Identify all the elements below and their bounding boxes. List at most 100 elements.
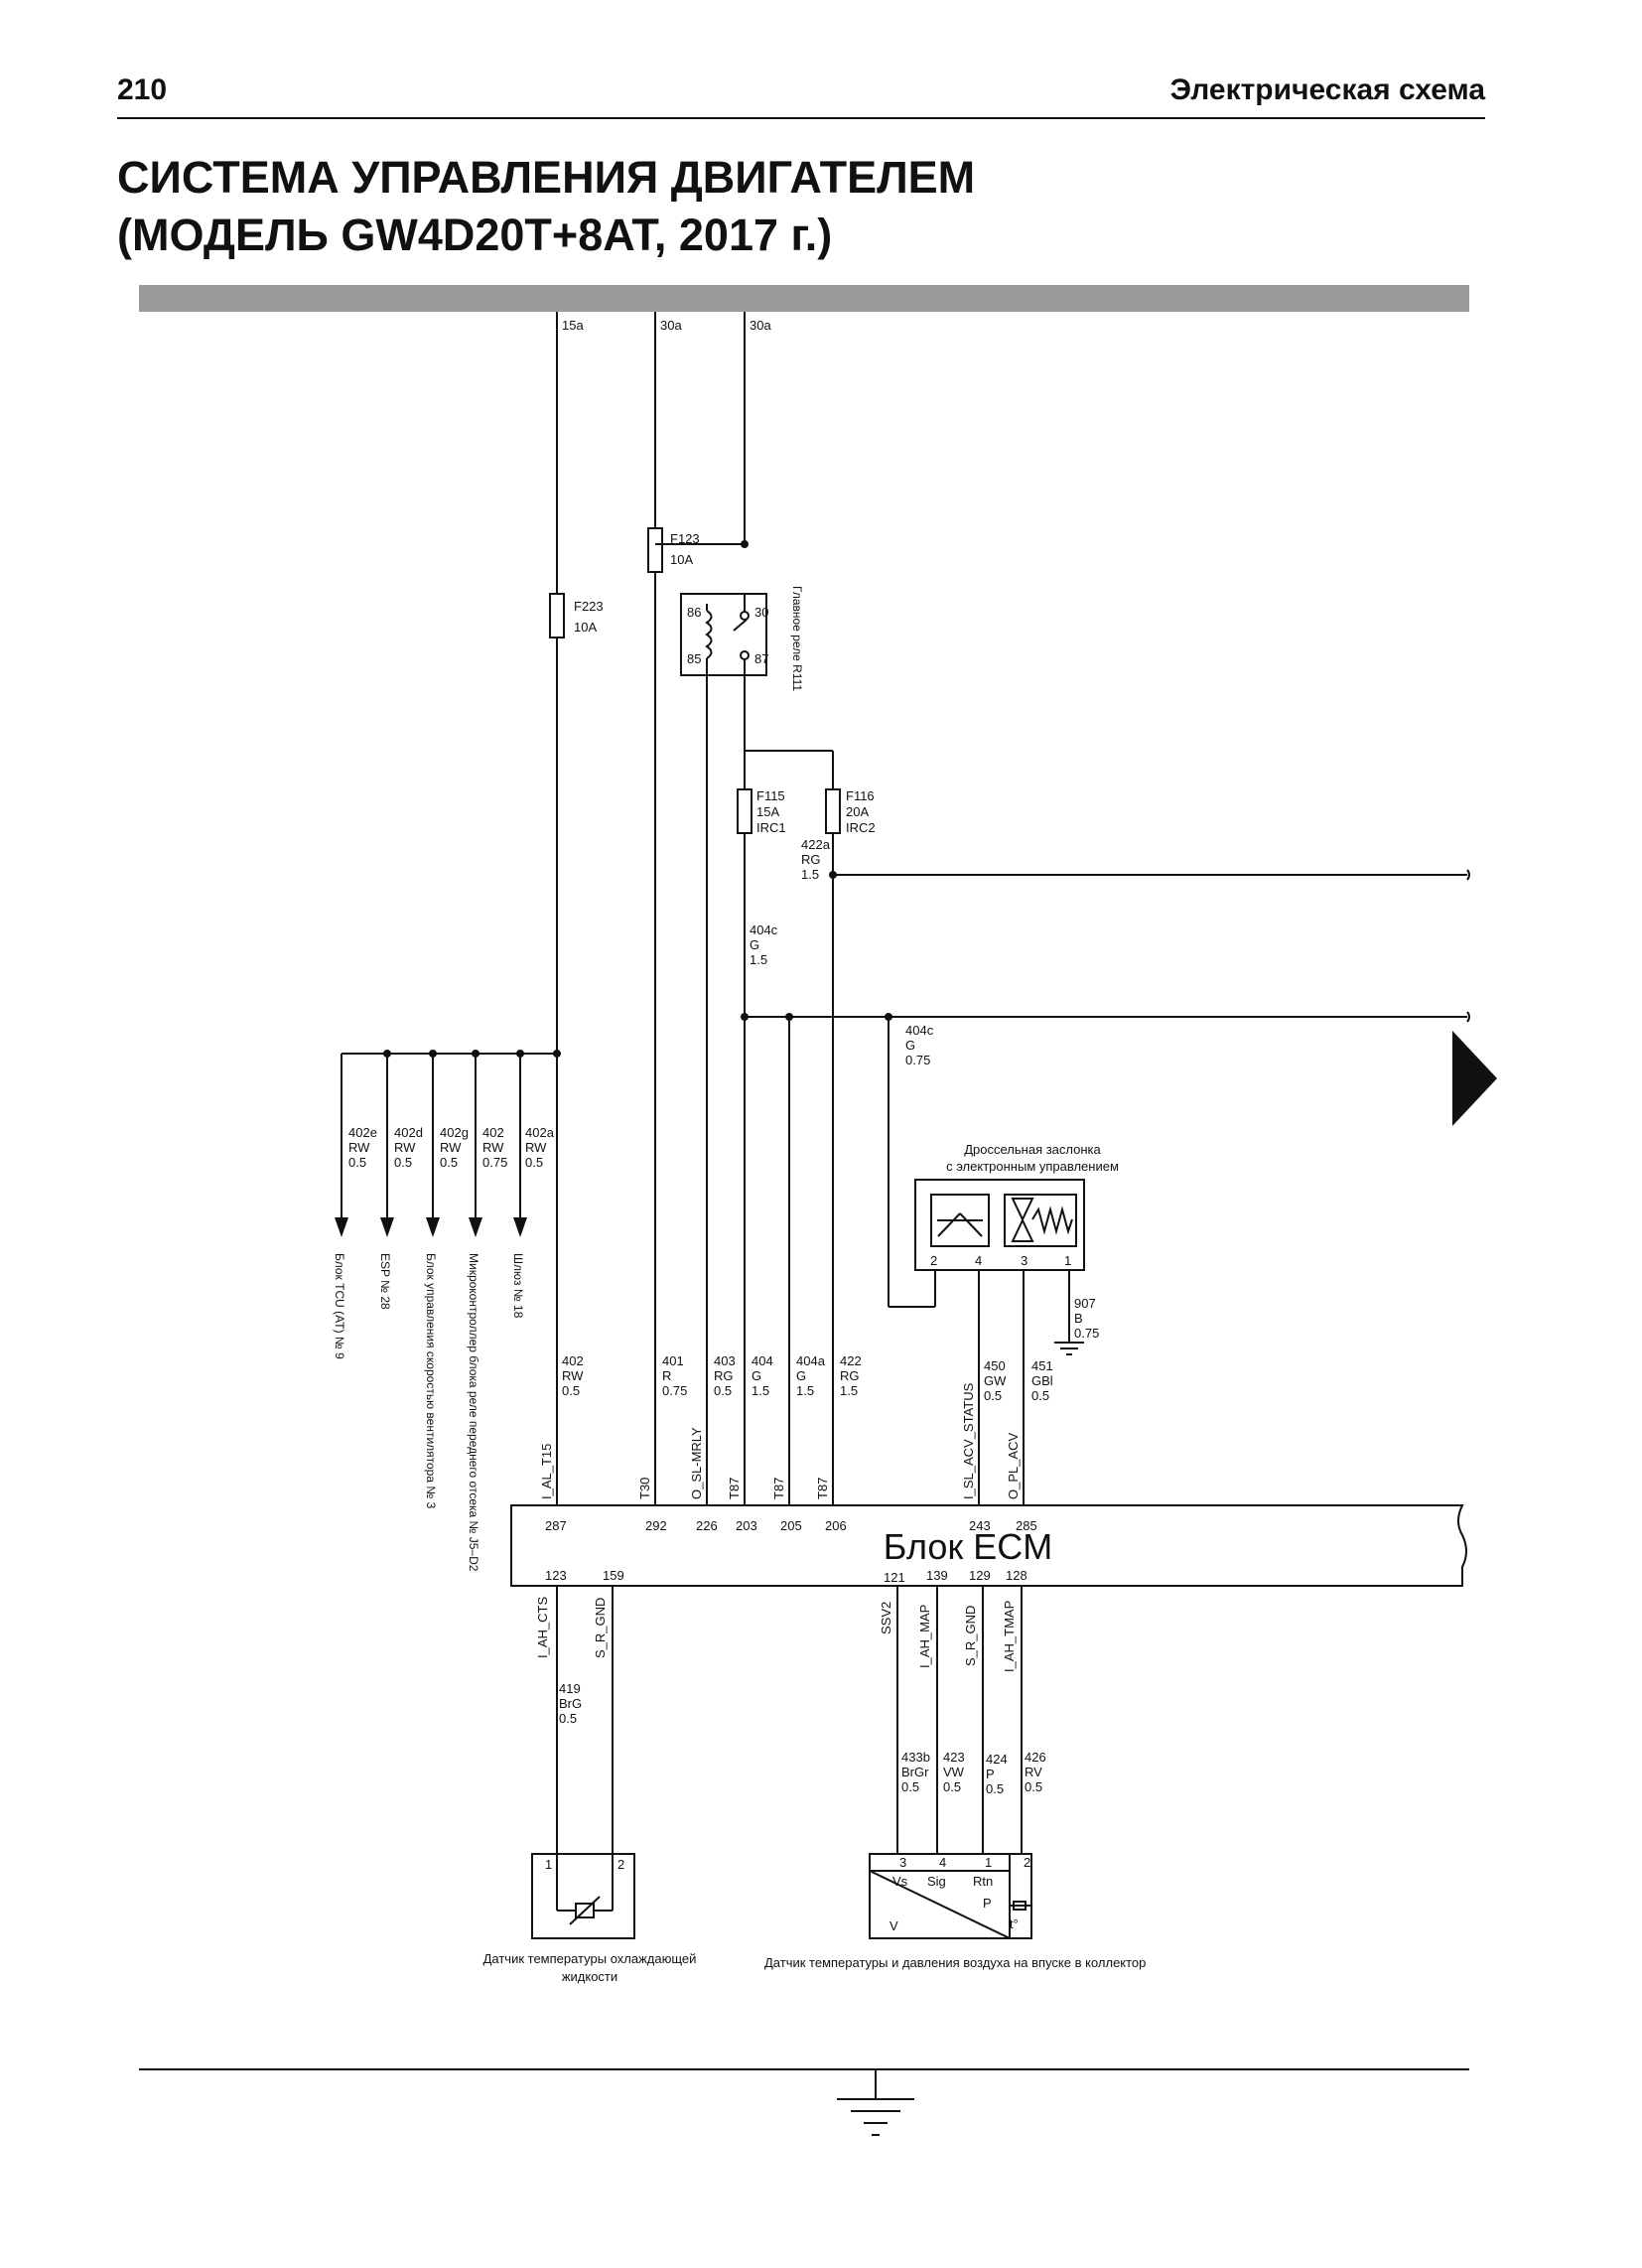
fuse-f123-rating: 10A: [670, 552, 693, 567]
ecm-bot-5-id: 424: [986, 1752, 1008, 1767]
relay-wiring: [654, 540, 749, 1505]
header-rule: [117, 117, 1485, 119]
map-terminal-rtn: Rtn: [973, 1874, 993, 1889]
wire-422a-id: 422a: [801, 837, 831, 852]
ecm-top-4-size: 1.5: [752, 1383, 769, 1398]
ecm-bot-4-id: 423: [943, 1750, 965, 1765]
ecm-label: Блок ECM: [884, 1526, 1052, 1567]
throttle-pin-4: 4: [975, 1253, 982, 1268]
fuse-f223-name: F223: [574, 599, 604, 614]
left-out-5-size: 0.5: [525, 1155, 543, 1170]
cts-pin-2: 2: [617, 1857, 624, 1872]
ecm-top-5-id: 404a: [796, 1353, 826, 1368]
ecm-bot-4-signal: I_AH_MAP: [917, 1605, 932, 1668]
ecm-top-6-size: 1.5: [840, 1383, 858, 1398]
ecm-bot-6-color: RV: [1025, 1765, 1042, 1779]
ecm-top-5-color: G: [796, 1368, 806, 1383]
ecm-top-7-signal: I_SL_ACV_STATUS: [961, 1382, 976, 1499]
supply-label-15a: 15a: [562, 318, 584, 333]
left-out-2-id: 402d: [394, 1125, 423, 1140]
ecm-top-5-signal: T87: [771, 1478, 786, 1499]
left-out-1-size: 0.5: [348, 1155, 366, 1170]
throttle-pin-3: 3: [1021, 1253, 1027, 1268]
ecm-top-7-color: GW: [984, 1373, 1007, 1388]
ecm-bot-1-signal: I_AH_CTS: [535, 1597, 550, 1658]
cts-label-1: Датчик температуры охлаждающей: [483, 1951, 697, 1966]
map-pin-4: 4: [939, 1855, 946, 1870]
next-page-arrow-icon[interactable]: [1452, 1031, 1497, 1126]
ecm-top-6-id: 422: [840, 1353, 862, 1368]
wire-907-size: 0.75: [1074, 1326, 1099, 1341]
left-out-1-dest: Блок TCU (AT) № 9: [333, 1253, 346, 1359]
ecm-bot-3-signal: SSV2: [879, 1602, 893, 1634]
left-out-1-id: 402e: [348, 1125, 377, 1140]
wire-907-color: B: [1074, 1311, 1083, 1326]
ecm-pin-159: 159: [603, 1568, 624, 1583]
ecm-bot-3-id: 433b: [901, 1750, 930, 1765]
ecm-pin-285: 285: [1016, 1518, 1037, 1533]
wire-404c-b-size: 0.75: [905, 1053, 930, 1067]
ecm-top-2-size: 0.75: [662, 1383, 687, 1398]
map-sensor: 3 4 1 2 Vs Sig Rtn P t° V Датчик темпера…: [764, 1853, 1146, 1970]
ecm-top-7-id: 450: [984, 1358, 1006, 1373]
supply-lines: [556, 312, 746, 1505]
left-out-3-color: RW: [440, 1140, 462, 1155]
ecm-top-6-signal: T87: [815, 1478, 830, 1499]
cts-pin-1: 1: [545, 1857, 552, 1872]
left-out-4-size: 0.75: [482, 1155, 507, 1170]
ecm-top-3-size: 0.5: [714, 1383, 732, 1398]
cts-label-2: жидкости: [562, 1969, 617, 1984]
map-terminal-vs: Vs: [892, 1874, 908, 1889]
ecm-bot-6-id: 426: [1025, 1750, 1046, 1765]
map-label: Датчик температуры и давления воздуха на…: [764, 1955, 1146, 1970]
ecm-bot-1-size: 0.5: [559, 1711, 577, 1726]
ecm-bot-2-signal: S_R_GND: [593, 1598, 608, 1658]
left-out-4-color: RW: [482, 1140, 504, 1155]
ecm-pin-205: 205: [780, 1518, 802, 1533]
ecm-top-2-signal: T30: [637, 1478, 652, 1499]
ecm-top-7-size: 0.5: [984, 1388, 1002, 1403]
left-distribution: [335, 1050, 561, 1237]
map-terminal-sig: Sig: [927, 1874, 946, 1889]
ecm-bot-5-signal: S_R_GND: [963, 1606, 978, 1666]
map-pin-3: 3: [899, 1855, 906, 1870]
map-symbol-t: t°: [1010, 1916, 1019, 1931]
ecm-top-8-signal: O_PL_ACV: [1006, 1432, 1021, 1499]
wire-404c-b-color: G: [905, 1038, 915, 1053]
relay-pin-85: 85: [687, 651, 701, 666]
left-out-5-id: 402a: [525, 1125, 555, 1140]
diagram-title-line1: СИСТЕМА УПРАВЛЕНИЯ ДВИГАТЕЛЕМ: [117, 152, 976, 203]
main-relay: 86 30 85 87 Главное реле R111: [680, 586, 804, 1505]
ecm-top-4-color: G: [752, 1368, 761, 1383]
ecm-bot-5-color: P: [986, 1767, 995, 1781]
map-symbol-v: V: [889, 1918, 898, 1933]
supply-label-30a-2: 30a: [750, 318, 771, 333]
left-out-4-id: 402: [482, 1125, 504, 1140]
ecm-top-1-color: RW: [562, 1368, 584, 1383]
ecm-top-3-signal: O_SL-MRLY: [689, 1427, 704, 1499]
fuse-f115: F115 15A IRC1: [737, 788, 786, 835]
throttle-body: Дроссельная заслонка с электронным управ…: [914, 1142, 1119, 1505]
map-pin-2: 2: [1024, 1855, 1030, 1870]
throttle-pin-2: 2: [930, 1253, 937, 1268]
ecm-top-6-color: RG: [840, 1368, 860, 1383]
page-header: 210 Электрическая схема: [117, 73, 1485, 119]
wire-907-id: 907: [1074, 1296, 1096, 1311]
ecm-block: Блок ECM 287 292 226 203 205 206 243 285…: [510, 1504, 1467, 1587]
ecm-bot-1-id: 419: [559, 1681, 581, 1696]
page-number: 210: [117, 73, 168, 106]
ecm-pin-139: 139: [926, 1568, 948, 1583]
ecm-top-4-id: 404: [752, 1353, 773, 1368]
ecm-pin-243: 243: [969, 1518, 991, 1533]
fuse-f223-rating: 10A: [574, 620, 597, 635]
fuse-f115-rating: 15A: [756, 804, 779, 819]
ecm-pin-128: 128: [1006, 1568, 1027, 1583]
section-title: Электрическая схема: [1169, 73, 1485, 106]
ecm-bot-5-size: 0.5: [986, 1781, 1004, 1796]
left-out-5-color: RW: [525, 1140, 547, 1155]
ecm-top-3-id: 403: [714, 1353, 736, 1368]
relay-pin-87: 87: [754, 651, 768, 666]
wire-404c-size: 1.5: [750, 952, 767, 967]
fuse-f116-extra: IRC2: [846, 820, 876, 835]
